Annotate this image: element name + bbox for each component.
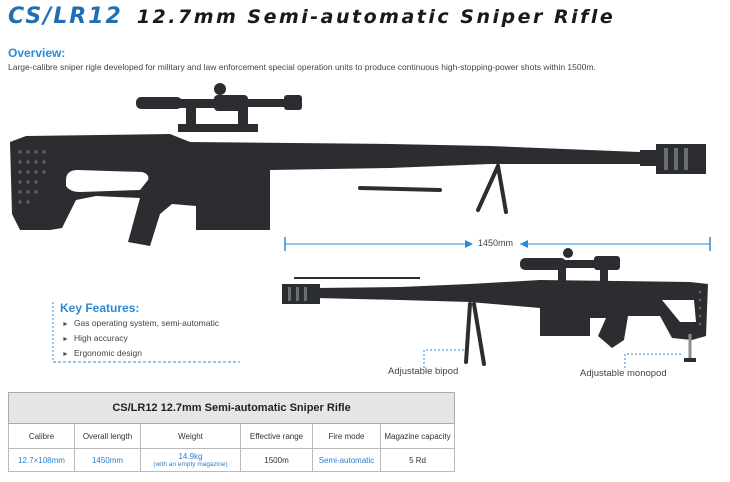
page-title: 12.7mm Semi-automatic Sniper Rifle: [136, 6, 616, 28]
feature-item: ►Ergonomic design: [62, 348, 142, 358]
weight-value: 14.9kg: [178, 452, 203, 461]
range-value: 1500m: [240, 448, 313, 472]
table-header-row: Calibre Overall length Weight Effective …: [8, 423, 456, 449]
model-name: CS/LR12: [8, 4, 123, 29]
weight-cell: 14.9kg (with an empty magazine): [140, 448, 241, 472]
callout-lines: [423, 349, 682, 368]
length-dimension-line: [284, 237, 711, 251]
length-dimension-label: 1450mm: [478, 238, 514, 248]
arrow-icon: ►: [62, 336, 69, 343]
key-features-heading: Key Features:: [60, 301, 140, 315]
table-row: 12.7×108mm 1450mm 14.9kg (with an empty …: [8, 448, 456, 472]
bipod-caption: Adjustable bipod: [388, 366, 459, 377]
feature-item: ►Gas operating system, semi-automatic: [62, 318, 219, 328]
header-cell: Weight: [140, 423, 241, 449]
overview-text: Large-calibre sniper rigle developed for…: [8, 62, 596, 72]
page-header: CS/LR12 12.7mm Semi-automatic Sniper Rifl…: [8, 4, 615, 29]
calibre-value: 12.7×108mm: [8, 448, 75, 472]
spec-table-title: CS/LR12 12.7mm Semi-automatic Sniper Rif…: [7, 392, 456, 424]
arrow-icon: ►: [62, 351, 69, 358]
header-cell: Calibre: [8, 423, 75, 449]
header-cell: Magazine capacity: [379, 423, 456, 449]
feature-item: ►High accuracy: [62, 333, 128, 343]
rifle-deployed-image: [282, 248, 708, 366]
key-features-frame: [52, 302, 240, 363]
length-value: 1450mm: [74, 448, 141, 472]
overview-heading: Overview:: [8, 46, 66, 60]
header-cell: Overall length: [74, 423, 141, 449]
magazine-value: 5 Rd: [379, 448, 456, 472]
rifle-side-view-image: [10, 83, 706, 246]
fire-mode-value: Semi-automatic: [312, 448, 381, 472]
weight-note: (with an empty magazine): [153, 461, 228, 468]
spec-table: CS/LR12 12.7mm Semi-automatic Sniper Rif…: [7, 392, 456, 472]
arrow-icon: ►: [62, 321, 69, 328]
header-cell: Fire mode: [312, 423, 381, 449]
header-cell: Effective range: [240, 423, 313, 449]
monopod-caption: Adjustable monopod: [580, 368, 667, 379]
